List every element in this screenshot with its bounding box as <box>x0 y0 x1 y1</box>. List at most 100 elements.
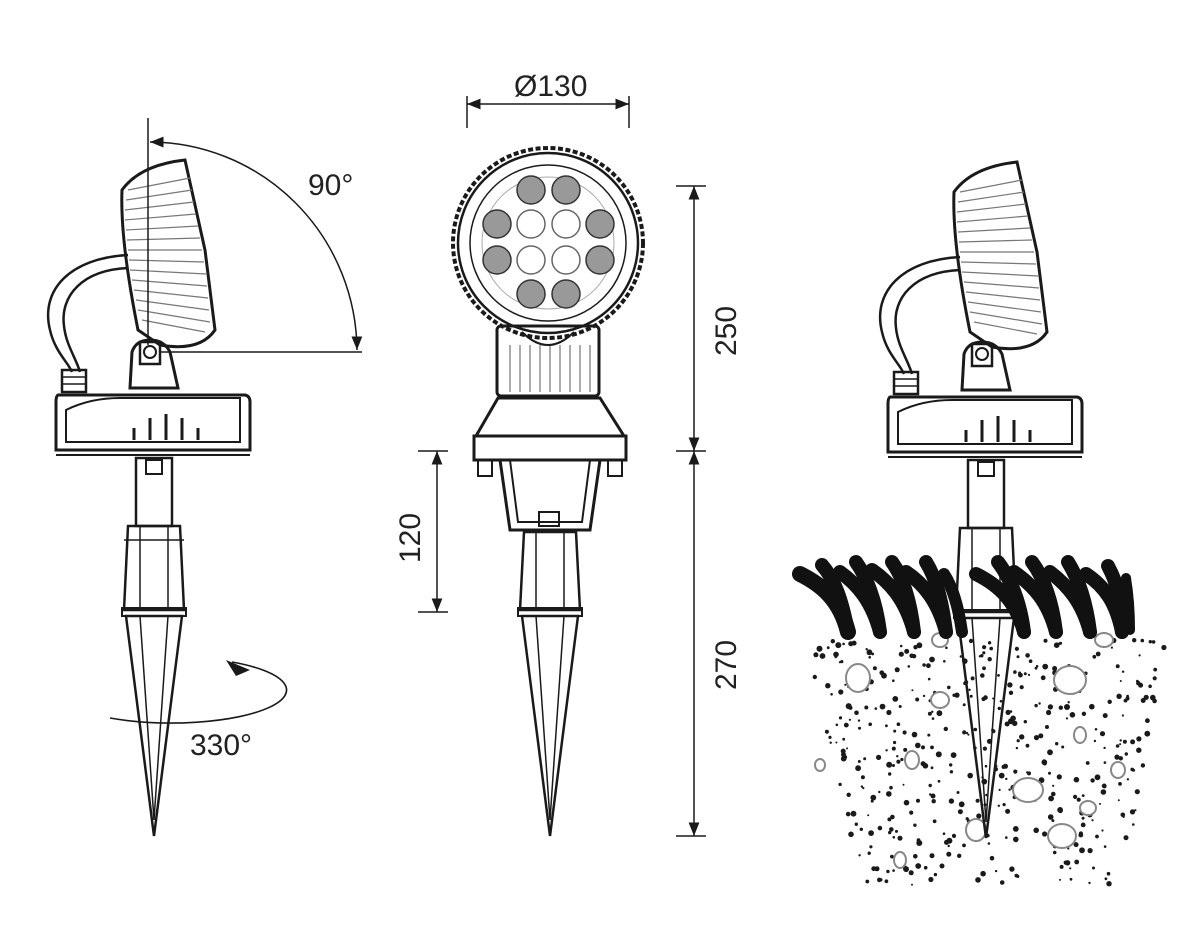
soil-dot <box>1100 789 1107 795</box>
soil-dot <box>848 705 853 710</box>
soil-dot <box>877 825 883 831</box>
soil-dot <box>911 883 913 886</box>
soil-dot <box>928 876 934 883</box>
soil-dot <box>898 705 902 708</box>
soil-dot <box>997 804 1000 807</box>
soil-dot <box>902 783 905 786</box>
soil-dot <box>1153 667 1158 672</box>
soil-dot <box>864 705 869 710</box>
front-view: Ø130 <box>394 70 743 837</box>
soil-dot <box>825 683 831 689</box>
soil-dot <box>1076 797 1081 802</box>
soil-dot <box>1013 836 1019 843</box>
soil-dot <box>1042 831 1048 837</box>
soil-dot <box>1148 684 1152 689</box>
soil-dot <box>1053 642 1060 648</box>
soil-dot <box>892 764 895 767</box>
soil-dot <box>1042 761 1047 766</box>
soil-dot <box>1107 699 1112 704</box>
soil-dot <box>952 693 956 697</box>
soil-dot <box>931 658 935 662</box>
soil-dot <box>928 783 932 788</box>
soil-dot <box>915 697 920 702</box>
soil-dot <box>935 751 942 758</box>
soil-dot <box>1014 646 1020 651</box>
soil-dot <box>838 716 843 720</box>
soil-dot <box>967 733 970 736</box>
soil-dot <box>868 656 871 659</box>
soil-dot <box>1038 702 1041 705</box>
soil-dot <box>845 811 851 817</box>
soil-dot <box>877 877 882 883</box>
soil-dot <box>850 810 857 817</box>
rotation-angle-label: 330° <box>190 729 252 762</box>
soil-dot <box>1012 826 1019 832</box>
soil-dot <box>881 672 887 679</box>
soil-dot <box>968 638 974 644</box>
soil-dot <box>1148 640 1153 644</box>
soil-dot <box>1047 749 1053 756</box>
soil-dot <box>1052 666 1058 671</box>
soil-dot <box>992 697 995 700</box>
led-array <box>482 175 615 309</box>
soil-dot <box>840 755 847 762</box>
soil-dot <box>892 696 899 702</box>
soil-dot <box>893 729 897 733</box>
soil-dot <box>1123 835 1129 841</box>
soil-dot <box>922 663 926 667</box>
soil-dot <box>892 869 895 872</box>
soil-dot <box>1008 788 1011 791</box>
side-view: 90° 330° <box>47 118 363 837</box>
soil-dot <box>949 770 954 774</box>
soil-dot <box>1117 799 1120 802</box>
soil-dot <box>860 785 864 788</box>
soil-dot <box>862 787 865 790</box>
soil-dot <box>1048 771 1051 775</box>
soil-dot <box>871 652 875 656</box>
soil-stone <box>893 851 907 869</box>
soil-dot <box>898 651 904 657</box>
soil-dot <box>909 810 914 815</box>
soil-dot <box>913 645 918 650</box>
soil-dot <box>981 778 988 785</box>
soil-dot <box>937 779 941 783</box>
soil-dot <box>867 851 871 855</box>
soil-dot <box>896 722 901 726</box>
soil-dot <box>950 752 957 758</box>
soil-dot <box>1005 836 1008 839</box>
soil-dot <box>1047 814 1054 820</box>
soil-dot <box>954 692 960 698</box>
soil-dot <box>951 833 957 839</box>
soil-dot <box>1025 743 1030 748</box>
soil-dot <box>1119 743 1122 746</box>
soil-dot <box>1042 759 1046 762</box>
soil-dot <box>1016 739 1020 743</box>
soil-dot <box>1018 671 1022 675</box>
soil-dot <box>1004 721 1010 727</box>
soil-dot <box>812 674 817 680</box>
soil-dot <box>915 863 922 869</box>
soil-dot <box>1035 665 1039 668</box>
soil-dot <box>1023 672 1027 676</box>
soil-dot <box>819 653 826 659</box>
soil-stone <box>1079 800 1097 816</box>
soil-dot <box>900 757 904 762</box>
soil-dot <box>848 831 854 838</box>
diameter-label: Ø130 <box>514 70 587 103</box>
soil-dot <box>870 794 877 801</box>
soil-stone <box>1012 777 1044 803</box>
soil-dot <box>927 733 931 737</box>
soil-dot <box>890 854 894 859</box>
soil-dot <box>838 689 844 695</box>
soil-dot <box>895 829 898 833</box>
soil-dot <box>885 724 888 728</box>
soil-dot <box>975 798 980 803</box>
soil-dot <box>838 661 842 664</box>
soil-dot <box>987 842 991 845</box>
soil-dot <box>1005 808 1011 814</box>
soil-dot <box>1114 754 1120 760</box>
soil-dot <box>1051 791 1056 797</box>
soil-dot <box>975 877 981 883</box>
soil-dot <box>984 764 988 768</box>
soil-dot <box>871 866 877 872</box>
